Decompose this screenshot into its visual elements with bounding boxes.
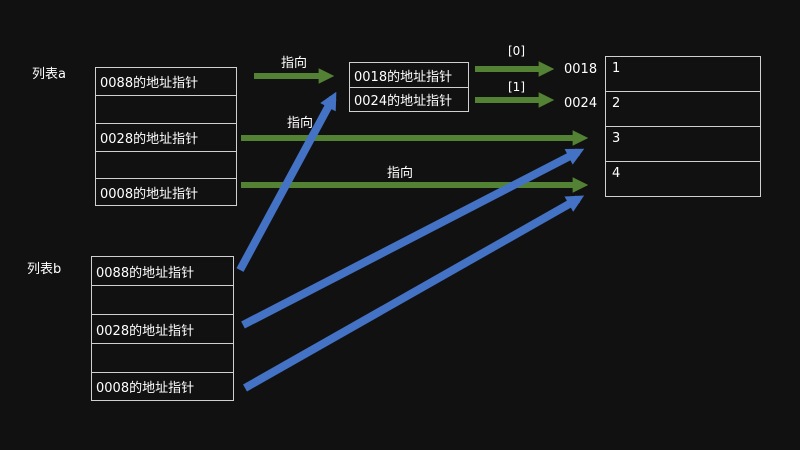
list-b: 0088的地址指针 0028的地址指针 0008的地址指针 [91,256,234,401]
address-0018-label: 0018 [564,62,598,77]
points-to-label-2: 指向 [287,116,314,131]
value-cell-1: 2 [606,92,760,127]
list-a-cell-0: 0088的地址指针 [96,68,236,96]
index-0-label: [0] [508,44,525,58]
arrow-b0-to-sublist [236,91,337,272]
sub-list-cell-1: 0024的地址指针 [354,94,453,109]
sub-list: 0018的地址指针 0024的地址指针 [349,62,469,112]
list-a-cell-1 [96,96,236,124]
index-1-label: [1] [508,80,525,94]
list-a-cell-2: 0028的地址指针 [96,124,236,152]
list-b-title: 列表b [27,262,62,277]
list-a-cell-3 [96,152,236,179]
list-a-title: 列表a [32,67,66,82]
address-0024-label: 0024 [564,96,598,111]
list-b-cell-4: 0008的地址指针 [96,381,195,396]
list-b-cell-3 [92,344,233,373]
value-list: 1 2 3 4 [605,56,761,197]
points-to-label-3: 指向 [387,166,414,181]
list-a: 0088的地址指针 0028的地址指针 0008的地址指针 [95,67,237,206]
value-cell-0: 1 [606,57,760,92]
value-cell-2: 3 [606,127,760,162]
value-cell-3: 4 [612,166,621,181]
sub-list-cell-0: 0018的地址指针 [350,63,468,88]
list-b-cell-1 [92,286,233,315]
list-a-cell-4: 0008的地址指针 [100,186,199,202]
points-to-label-1: 指向 [281,56,308,71]
arrow-b2-to-3 [241,148,585,329]
list-b-cell-2: 0028的地址指针 [92,315,233,344]
arrow-b4-to-4 [243,195,585,392]
list-b-cell-0: 0088的地址指针 [92,257,233,286]
